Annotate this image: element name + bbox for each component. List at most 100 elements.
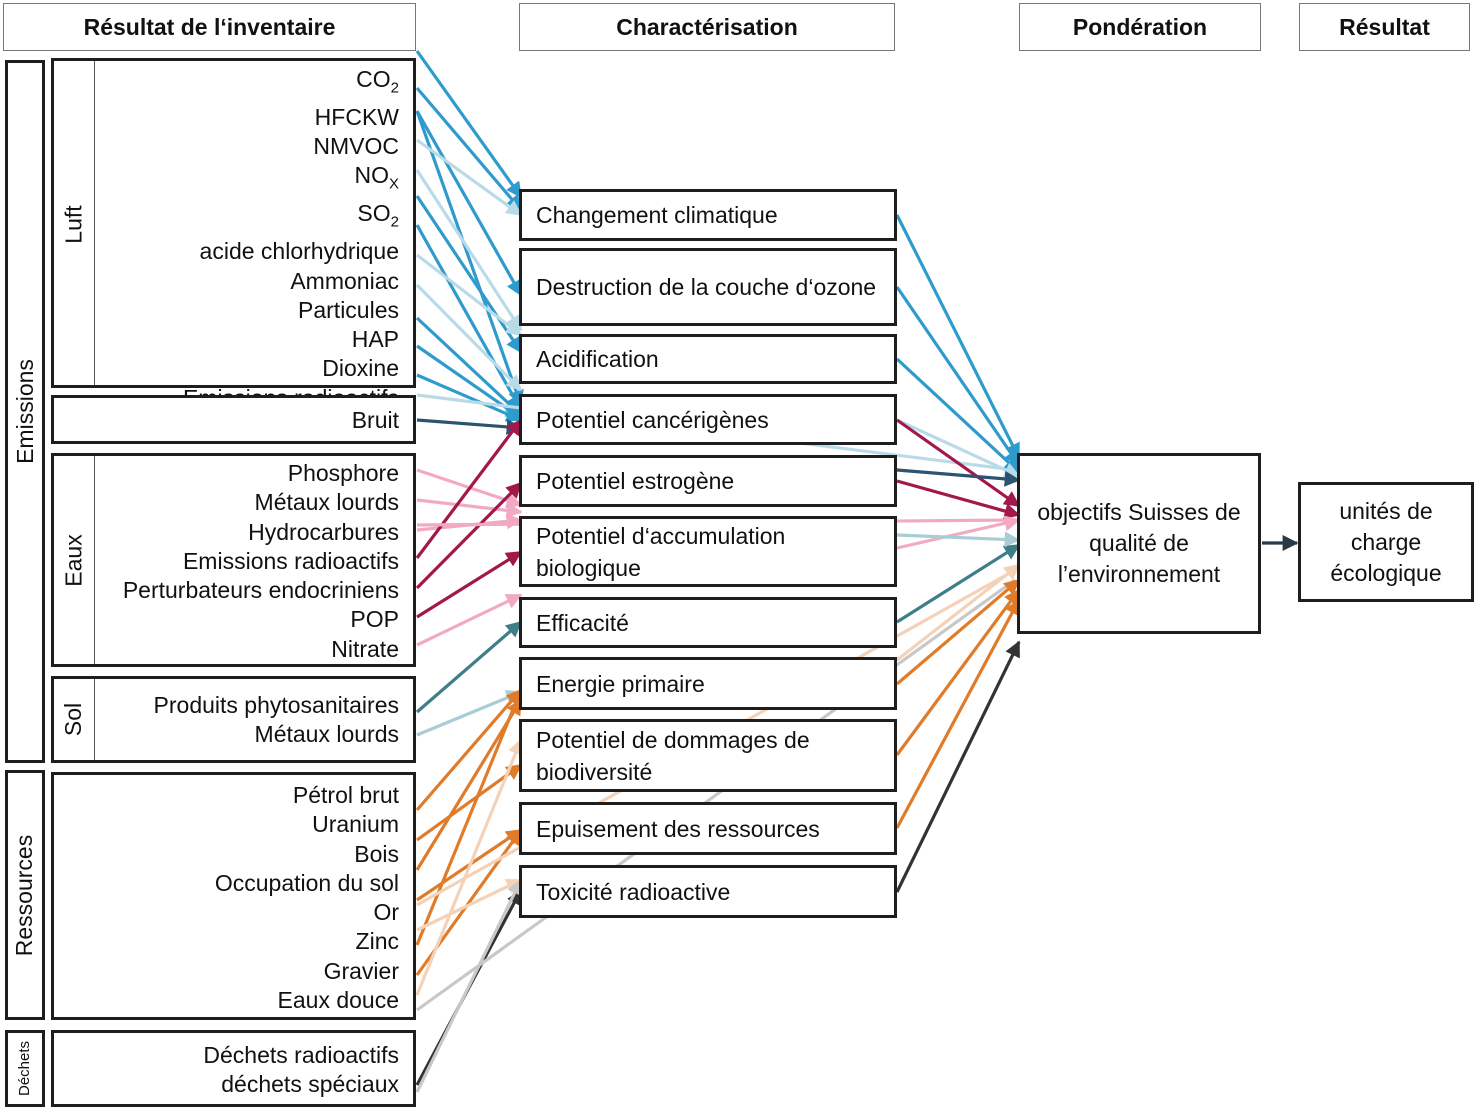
air-item: HFCKW bbox=[314, 103, 399, 130]
header-result: Résultat bbox=[1299, 3, 1470, 51]
weighting-label: objectifs Suisses de qualité de l’enviro… bbox=[1037, 499, 1241, 587]
char-acidification: Acidification bbox=[519, 334, 897, 384]
inventory-to-characterisation-arrow bbox=[416, 138, 523, 217]
group-air-label: Luft bbox=[60, 205, 87, 244]
water-item: Hydrocarbures bbox=[248, 518, 399, 545]
background-flow-line bbox=[416, 578, 1016, 1012]
char-potentiel-estrogene: Potentiel estrogène bbox=[519, 455, 897, 507]
char-label: Potentiel d‘accumulation biologique bbox=[536, 522, 786, 581]
resource-item: Uranium bbox=[312, 811, 399, 838]
char-label: Potentiel de dommages de biodiversité bbox=[536, 726, 810, 785]
char-label: Potentiel estrogène bbox=[536, 468, 735, 494]
char-dommages-biodiversite: Potentiel de dommages de biodiversité bbox=[519, 719, 897, 792]
air-item: HAP bbox=[351, 326, 399, 353]
inventory-to-characterisation-arrow bbox=[415, 481, 523, 590]
air-item: acide chlorhydrique bbox=[199, 238, 399, 265]
resource-item: Eaux douce bbox=[277, 987, 399, 1014]
char-efficacite: Efficacité bbox=[519, 597, 897, 648]
category-resources: Ressources bbox=[5, 770, 45, 1020]
water-item: Emissions radioactifs bbox=[182, 547, 399, 574]
category-emissions-label: Emissions bbox=[11, 359, 38, 464]
inventory-to-characterisation-arrow bbox=[415, 110, 523, 297]
group-soil-label: Sol bbox=[60, 702, 87, 737]
characterisation-to-weighting-arrow bbox=[895, 357, 1021, 474]
inventory-to-characterisation-arrow bbox=[415, 418, 523, 559]
inventory-to-characterisation-arrow bbox=[415, 688, 523, 946]
soil-item: Métaux lourds bbox=[254, 721, 399, 748]
char-label: Changement climatique bbox=[536, 202, 778, 228]
inventory-to-characterisation-arrow bbox=[415, 738, 523, 996]
air-item: NMVOC bbox=[313, 133, 399, 160]
characterisation-to-weighting-arrow bbox=[896, 418, 1021, 478]
group-noise: Bruit bbox=[51, 395, 416, 444]
inventory-to-characterisation-arrow bbox=[416, 550, 523, 619]
water-item: Métaux lourds bbox=[254, 489, 399, 516]
inventory-to-characterisation-arrow bbox=[416, 763, 523, 842]
characterisation-to-weighting-arrow bbox=[896, 563, 1021, 662]
inventory-to-characterisation-arrow bbox=[416, 690, 523, 737]
air-item: Ammoniac bbox=[290, 267, 399, 294]
char-label: Destruction de la couche d‘ozone bbox=[536, 274, 877, 300]
inventory-to-characterisation-arrow bbox=[416, 498, 523, 519]
inventory-to-characterisation-arrow bbox=[415, 688, 523, 812]
result-label: unités de charge écologique bbox=[1330, 497, 1442, 586]
inventory-to-characterisation-arrow bbox=[416, 878, 523, 932]
air-item: SO2 bbox=[357, 200, 399, 231]
char-label: Acidification bbox=[536, 346, 659, 372]
waste-item: Déchets radioactifs bbox=[203, 1042, 399, 1068]
char-changement-climatique: Changement climatique bbox=[519, 189, 897, 241]
characterisation-to-weighting-arrow bbox=[896, 418, 1021, 508]
char-destruction-ozone: Destruction de la couche d‘ozone bbox=[519, 248, 897, 326]
char-label: Toxicité radioactive bbox=[536, 878, 731, 905]
category-emissions: Emissions bbox=[5, 60, 45, 763]
characterisation-to-weighting-arrow bbox=[895, 588, 1021, 756]
inventory-to-characterisation-arrow bbox=[415, 50, 523, 199]
air-item: NOX bbox=[354, 162, 399, 194]
inventory-to-characterisation-arrow bbox=[415, 620, 523, 714]
resource-item: Occupation du sol bbox=[214, 869, 399, 896]
air-item: Particules bbox=[298, 296, 399, 323]
inventory-to-characterisation-arrow bbox=[416, 418, 523, 435]
resource-item: Zinc bbox=[355, 928, 399, 955]
inventory-to-characterisation-arrow bbox=[415, 316, 523, 417]
resource-item: Bois bbox=[354, 840, 399, 867]
air-item: Dioxine bbox=[322, 355, 399, 382]
resource-item: Pétrol brut bbox=[292, 782, 399, 808]
characterisation-to-weighting-arrow bbox=[896, 531, 1021, 548]
air-item: CO2 bbox=[356, 66, 399, 97]
air-item-subscript: 2 bbox=[390, 213, 399, 231]
char-label: Potentiel cancérigènes bbox=[536, 406, 769, 433]
noise-item: Bruit bbox=[351, 407, 399, 433]
inventory-to-characterisation-arrow bbox=[416, 373, 523, 422]
inventory-to-characterisation-arrow bbox=[415, 169, 523, 332]
characterisation-to-weighting-arrow bbox=[896, 468, 1021, 487]
inventory-to-characterisation-arrow bbox=[416, 593, 523, 647]
air-item-subscript: X bbox=[388, 176, 399, 194]
category-waste: Déchets bbox=[5, 1030, 45, 1107]
inventory-to-characterisation-arrow bbox=[415, 224, 523, 412]
characterisation-to-weighting-arrow bbox=[895, 578, 1021, 686]
header-weighting: Pondération bbox=[1019, 3, 1261, 51]
result-box: unités de charge écologique bbox=[1298, 482, 1474, 602]
resource-item: Or bbox=[373, 899, 399, 926]
air-item-subscript: 2 bbox=[390, 79, 399, 97]
water-item: Perturbateurs endocriniens bbox=[122, 577, 399, 604]
char-label: Energie primaire bbox=[536, 670, 705, 697]
header-characterisation: Charactérisation bbox=[519, 3, 895, 51]
char-label: Epuisement des ressources bbox=[536, 815, 820, 842]
group-water-label: Eaux bbox=[60, 533, 87, 587]
char-accumulation-biologique: Potentiel d‘accumulation biologique bbox=[519, 516, 897, 587]
water-item: Phosphore bbox=[287, 460, 399, 486]
characterisation-to-weighting-arrow bbox=[896, 479, 1021, 519]
resource-item: Gravier bbox=[323, 957, 399, 984]
header-inventory: Résultat de l‘inventaire bbox=[3, 3, 416, 51]
